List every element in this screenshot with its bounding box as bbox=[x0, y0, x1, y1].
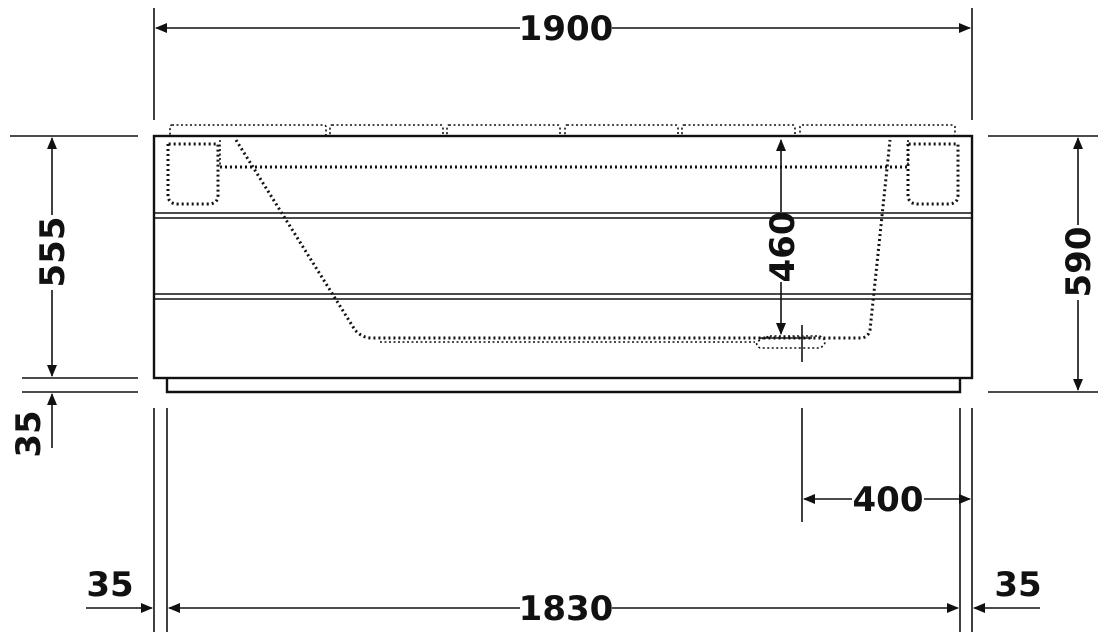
dimension-outer-length: 1830 bbox=[153, 408, 959, 632]
tub-outline bbox=[152, 134, 974, 380]
plinth bbox=[165, 378, 962, 394]
top-pad-2 bbox=[329, 124, 444, 137]
top-pad-3 bbox=[446, 124, 561, 137]
dimension-plinth-height: 35 bbox=[9, 393, 57, 458]
top-pad-5 bbox=[681, 124, 796, 137]
dimension-overall-height: 590 bbox=[988, 135, 1099, 393]
drain-offset-label: 400 bbox=[853, 480, 924, 520]
dimension-right-setback: 35 bbox=[973, 565, 1042, 613]
outer-length-label: 1830 bbox=[519, 589, 614, 629]
overall-height-label: 590 bbox=[1059, 227, 1099, 298]
plinth-height-label: 35 bbox=[9, 410, 49, 457]
overall-length-label: 1900 bbox=[519, 9, 614, 49]
body-height-label: 555 bbox=[33, 217, 73, 288]
tub-body bbox=[152, 134, 974, 394]
right-setback-label: 35 bbox=[994, 565, 1041, 605]
left-pillow bbox=[166, 142, 220, 206]
top-pad-6 bbox=[799, 124, 956, 137]
hidden-features bbox=[166, 124, 960, 349]
inner-depth-label: 460 bbox=[763, 212, 803, 283]
right-pillow bbox=[906, 142, 960, 206]
dimension-drain-offset: 400 bbox=[801, 408, 973, 632]
dimension-body-height: 555 bbox=[10, 135, 138, 393]
dimension-inner-depth: 460 bbox=[760, 139, 812, 362]
top-pad-1 bbox=[169, 124, 327, 137]
dimension-left-setback: 35 bbox=[86, 565, 153, 613]
top-pad-4 bbox=[564, 124, 679, 137]
left-setback-label: 35 bbox=[86, 565, 133, 605]
dimension-overall-length: 1900 bbox=[153, 8, 973, 120]
